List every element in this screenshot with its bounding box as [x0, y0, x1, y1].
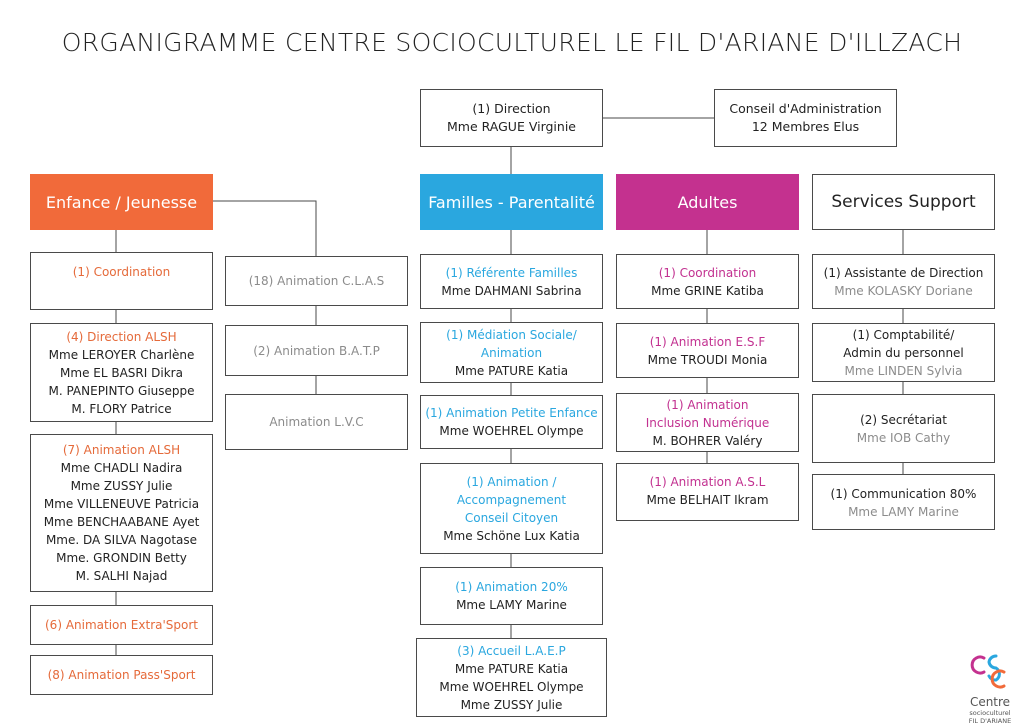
- asl-box: (1) Animation A.S.L Mme BELHAIT Ikram: [616, 463, 799, 521]
- header-familles-parentalite: Familles - Parentalité: [420, 174, 603, 230]
- animation-alsh-name: Mme VILLENEUVE Patricia: [43, 497, 200, 511]
- batp-box: (2) Animation B.A.T.P: [225, 325, 408, 376]
- mediation-name: Mme PATURE Katia: [454, 363, 569, 378]
- direction-alsh-name: Mme EL BASRI Dikra: [60, 365, 183, 380]
- mediation-role: Animation: [480, 345, 543, 360]
- logo-word-socioculturel: socioculturel: [969, 709, 1011, 717]
- animation-alsh-name: Mme. DA SILVA Nagotase: [45, 533, 198, 547]
- conseil-line2: 12 Membres Elus: [751, 119, 860, 134]
- communication-name: Mme LAMY Marine: [848, 505, 959, 519]
- animation-alsh-name: Mme ZUSSY Julie: [70, 479, 173, 493]
- csc-logo: Centre socioculturel FIL D'ARIANE: [962, 650, 1018, 725]
- animation-20-role: (1) Animation 20%: [455, 580, 568, 594]
- accompagnement-box: (1) Animation / Accompagnement Conseil C…: [420, 463, 603, 554]
- inclusion-role: (1) Animation: [666, 397, 749, 412]
- logo-word-centre: Centre: [969, 695, 1011, 709]
- direction-alsh-name: M. FLORY Patrice: [71, 401, 172, 416]
- inclusion-name: M. BOHRER Valéry: [652, 433, 763, 448]
- conseil-box: Conseil d'Administration 12 Membres Elus: [714, 89, 897, 147]
- inclusion-role: Inclusion Numérique: [645, 415, 770, 430]
- animation-alsh-role: (7) Animation ALSH: [62, 443, 181, 457]
- enfance-coordination-role: (1) Coordination: [72, 265, 171, 279]
- header-enfance-jeunesse: Enfance / Jeunesse: [30, 174, 213, 230]
- communication-box: (1) Communication 80% Mme LAMY Marine: [812, 474, 995, 530]
- animation-alsh-name: Mme. GRONDIN Betty: [56, 551, 187, 565]
- communication-role: (1) Communication 80%: [830, 487, 977, 501]
- adultes-coordination-role: (1) Coordination: [658, 265, 757, 280]
- accueil-laep-box: (3) Accueil L.A.E.P Mme PATURE Katia Mme…: [416, 638, 607, 717]
- secretariat-name: Mme IOB Cathy: [856, 430, 951, 445]
- csc-logo-icon: [970, 654, 1006, 689]
- logo-word-fil-ariane: FIL D'ARIANE: [968, 717, 1012, 725]
- assistante-role: (1) Assistante de Direction: [823, 265, 984, 280]
- accueil-name: Mme PATURE Katia: [454, 661, 569, 676]
- enfance-coordination-box: (1) Coordination: [30, 252, 213, 310]
- asl-name: Mme BELHAIT Ikram: [646, 493, 769, 507]
- direction-name: Mme RAGUE Virginie: [446, 119, 576, 134]
- animation-20-box: (1) Animation 20% Mme LAMY Marine: [420, 567, 603, 625]
- comptabilite-role: Admin du personnel: [843, 345, 964, 360]
- lvc-label: Animation L.V.C: [269, 415, 364, 429]
- accompagnement-name: Mme Schöne Lux Katia: [443, 528, 580, 543]
- inclusion-numerique-box: (1) Animation Inclusion Numérique M. BOH…: [616, 393, 799, 452]
- asl-role: (1) Animation A.S.L: [649, 475, 766, 489]
- referente-role: (1) Référente Familles: [445, 265, 578, 280]
- direction-alsh-name: M. PANEPINTO Giuseppe: [48, 383, 195, 398]
- direction-box: (1) Direction Mme RAGUE Virginie: [420, 89, 603, 147]
- direction-alsh-box: (4) Direction ALSH Mme LEROYER Charlène …: [30, 323, 213, 422]
- accueil-role: (3) Accueil L.A.E.P: [457, 643, 566, 658]
- petite-enfance-box: (1) Animation Petite Enfance Mme WOEHREL…: [420, 395, 603, 449]
- accueil-name: Mme WOEHREL Olympe: [439, 679, 584, 694]
- comptabilite-box: (1) Comptabilité/ Admin du personnel Mme…: [812, 323, 995, 382]
- accompagnement-role: (1) Animation /: [466, 474, 557, 489]
- animation-20-name: Mme LAMY Marine: [456, 598, 567, 612]
- header-adultes: Adultes: [616, 174, 799, 230]
- conseil-line1: Conseil d'Administration: [729, 101, 882, 116]
- batp-label: (2) Animation B.A.T.P: [253, 343, 380, 358]
- extra-sport-label: (6) Animation Extra'Sport: [45, 618, 198, 632]
- accompagnement-role: Accompagnement: [456, 492, 567, 507]
- direction-alsh-role: (4) Direction ALSH: [66, 329, 177, 344]
- mediation-role: (1) Médiation Sociale/: [446, 327, 577, 342]
- lvc-box: Animation L.V.C: [225, 394, 408, 450]
- extra-sport-box: (6) Animation Extra'Sport: [30, 605, 213, 645]
- clas-box: (18) Animation C.L.A.S: [225, 256, 408, 306]
- adultes-coordination-box: (1) Coordination Mme GRINE Katiba: [616, 254, 799, 309]
- assistante-box: (1) Assistante de Direction Mme KOLASKY …: [812, 254, 995, 309]
- direction-role: (1) Direction: [472, 101, 551, 116]
- comptabilite-name: Mme LINDEN Sylvia: [844, 363, 963, 378]
- assistante-name: Mme KOLASKY Doriane: [834, 283, 973, 298]
- esf-role: (1) Animation E.S.F: [649, 334, 766, 349]
- referente-name: Mme DAHMANI Sabrina: [441, 283, 582, 298]
- adultes-coordination-name: Mme GRINE Katiba: [651, 283, 764, 298]
- referente-familles-box: (1) Référente Familles Mme DAHMANI Sabri…: [420, 254, 603, 309]
- animation-alsh-name: Mme CHADLI Nadira: [60, 461, 183, 475]
- accompagnement-role: Conseil Citoyen: [464, 510, 559, 525]
- comptabilite-role: (1) Comptabilité/: [852, 327, 955, 342]
- esf-name: Mme TROUDI Monia: [647, 352, 768, 367]
- animation-alsh-name: Mme BENCHAABANE Ayet: [43, 515, 200, 529]
- accueil-name: Mme ZUSSY Julie: [460, 697, 563, 712]
- esf-box: (1) Animation E.S.F Mme TROUDI Monia: [616, 323, 799, 378]
- petite-enfance-role: (1) Animation Petite Enfance: [425, 406, 598, 420]
- mediation-box: (1) Médiation Sociale/ Animation Mme PAT…: [420, 322, 603, 383]
- animation-alsh-box: (7) Animation ALSH Mme CHADLI Nadira Mme…: [30, 434, 213, 592]
- secretariat-box: (2) Secrétariat Mme IOB Cathy: [812, 394, 995, 463]
- clas-label: (18) Animation C.L.A.S: [248, 274, 385, 288]
- direction-alsh-name: Mme LEROYER Charlène: [48, 347, 195, 362]
- header-services-support: Services Support: [812, 174, 995, 230]
- animation-alsh-name: M. SALHI Najad: [75, 569, 168, 583]
- page-title: ORGANIGRAMME CENTRE SOCIOCULTUREL LE FIL…: [61, 28, 963, 57]
- petite-enfance-name: Mme WOEHREL Olympe: [439, 424, 584, 438]
- secretariat-role: (2) Secrétariat: [860, 412, 947, 427]
- pass-sport-box: (8) Animation Pass'Sport: [30, 655, 213, 695]
- pass-sport-label: (8) Animation Pass'Sport: [47, 668, 196, 682]
